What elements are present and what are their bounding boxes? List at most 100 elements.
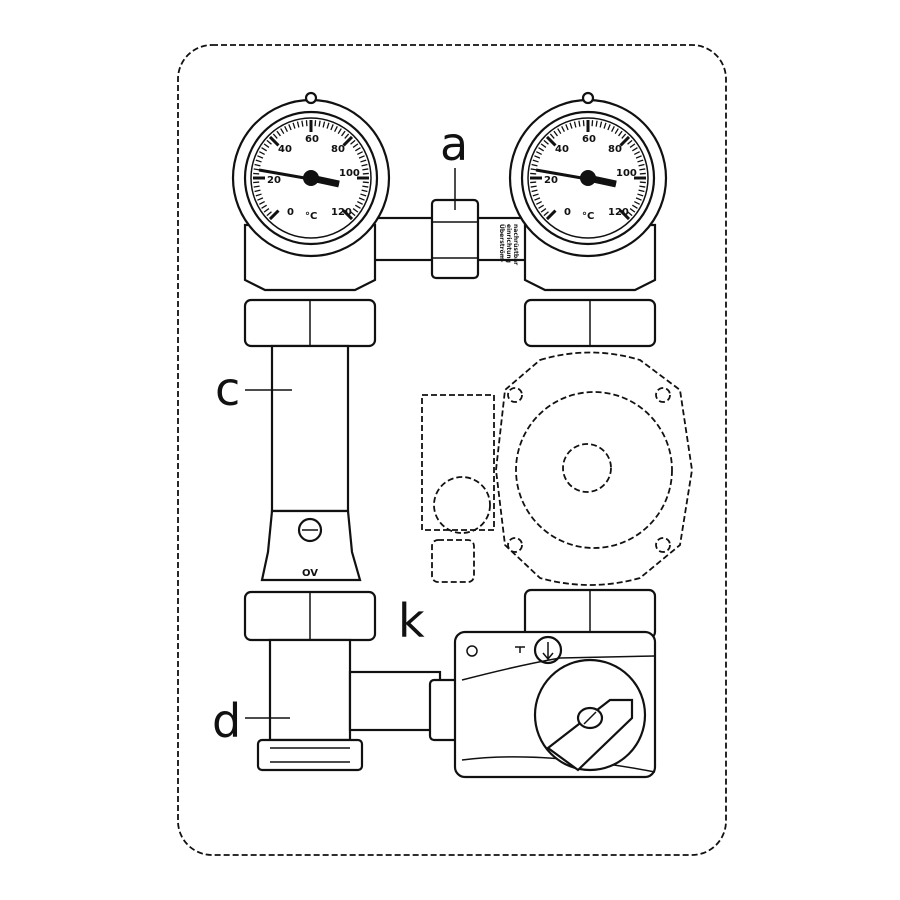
gauge-label: 80 <box>608 144 622 155</box>
gauge-tick <box>268 135 280 147</box>
gauge-tick <box>272 133 278 139</box>
tee-fitting-d <box>268 638 352 742</box>
gauge-tick <box>358 197 365 201</box>
gauge-tick <box>531 163 538 167</box>
gauge-tick <box>358 155 365 159</box>
gauge-tick <box>360 193 367 197</box>
gauge-needle <box>580 170 596 186</box>
gauge-needle <box>303 170 319 186</box>
gauge-label: 60 <box>582 134 596 145</box>
wrench-icon <box>515 646 525 653</box>
gauge-tick <box>603 122 607 129</box>
gauge-tick <box>362 185 369 188</box>
gauge-tick <box>634 151 640 155</box>
gauge-tick <box>638 189 645 193</box>
gauge-tick <box>261 204 268 209</box>
gauge-tick <box>301 120 304 127</box>
gauge-tick <box>334 126 338 132</box>
gauge-tick <box>634 201 640 205</box>
gauge-tick <box>621 133 627 139</box>
gauge-tick <box>578 120 581 127</box>
gauge-label: 80 <box>331 144 345 155</box>
gauge-tick <box>330 124 334 131</box>
gauge-tick <box>530 168 537 171</box>
gauge-tick <box>637 193 644 197</box>
threaded-connection <box>256 738 364 772</box>
gauge-tick <box>638 163 645 167</box>
gauge-tick <box>543 139 549 145</box>
label-c: c <box>215 362 240 416</box>
gauge-tick <box>538 147 545 152</box>
gauge-tick <box>354 147 361 152</box>
gauge-tick <box>573 121 577 128</box>
gauge-tick <box>352 208 359 213</box>
gauge-tick <box>565 124 569 131</box>
gauge-tick <box>350 139 356 145</box>
gauge-tick <box>540 208 547 213</box>
gauge-tick <box>342 135 354 147</box>
gauge-tick <box>253 168 260 171</box>
gauge-tick <box>627 211 633 217</box>
gauge-tick <box>569 122 573 129</box>
left-pipe-c <box>270 344 350 513</box>
gauge-tick <box>536 151 542 155</box>
gauge-tick <box>530 185 537 188</box>
gauge-tick <box>618 130 623 137</box>
gauge-tick <box>595 120 598 127</box>
gauge-label: 40 <box>555 144 569 155</box>
gauge-tick <box>637 159 644 163</box>
gauge-tick <box>631 204 638 209</box>
gauge-tick <box>357 201 363 205</box>
mounting-outline <box>177 44 727 856</box>
gauge-tick <box>614 128 619 135</box>
gauge-tick <box>318 120 321 127</box>
gauge-unit: °C <box>582 211 594 222</box>
gauge-tick <box>288 124 292 131</box>
gauge-label: 40 <box>278 144 292 155</box>
gauge-tick <box>257 155 264 159</box>
gauge-tick <box>255 193 262 197</box>
bypass-text-1: Überström- <box>498 224 505 263</box>
gauge-tick <box>344 133 350 139</box>
right-column <box>523 223 657 640</box>
gauge-tick <box>268 209 280 221</box>
gauge-tick <box>354 204 361 209</box>
gauge-tick <box>545 209 557 221</box>
bypass-text-3: nachrüstbar <box>512 224 519 265</box>
gauge-label: 120 <box>331 207 352 218</box>
gauge-tick <box>257 197 264 201</box>
gauge-tick <box>280 128 285 135</box>
gauge-tick <box>259 151 265 155</box>
gauge-tick <box>263 208 270 213</box>
bypass-pipe: Überström-einrichtungnachrüstbar <box>368 198 542 280</box>
label-d: d <box>212 694 241 748</box>
gauge-tick <box>360 159 367 163</box>
gauge-tick <box>534 197 541 201</box>
gauge-tick <box>536 201 542 205</box>
gauge-tick <box>253 185 260 188</box>
lower-connection-pipe <box>348 670 442 732</box>
bypass-nut <box>430 198 480 280</box>
gauge-tick <box>266 211 272 217</box>
gauge-label: 60 <box>305 134 319 145</box>
gauge-tick <box>276 130 281 137</box>
left-column: OV <box>243 223 442 772</box>
gauge-tick <box>561 126 565 132</box>
gauge-tick <box>341 130 346 137</box>
gauge-tick <box>629 143 636 148</box>
gauge-tick <box>627 139 633 145</box>
valve-marking: OV <box>302 568 318 579</box>
gauge-unit: °C <box>305 211 317 222</box>
gauge-tick <box>350 211 356 217</box>
gauge-tick <box>599 121 603 128</box>
left-thermometer: 0 20 40 60 80 100 120 °C <box>231 91 391 258</box>
gauge-label: 20 <box>544 175 558 186</box>
gauge-tick <box>639 168 646 171</box>
gauge-tick <box>255 159 262 163</box>
gauge-tick <box>352 143 359 148</box>
gauge-tick <box>284 126 288 132</box>
svg-text:Überström-einrichtungnachrüstb: Überström-einrichtungnachrüstbar <box>498 224 519 265</box>
gauge-label: 0 <box>564 207 571 218</box>
gauge-tick <box>553 130 558 137</box>
gauge-tick <box>263 143 270 148</box>
